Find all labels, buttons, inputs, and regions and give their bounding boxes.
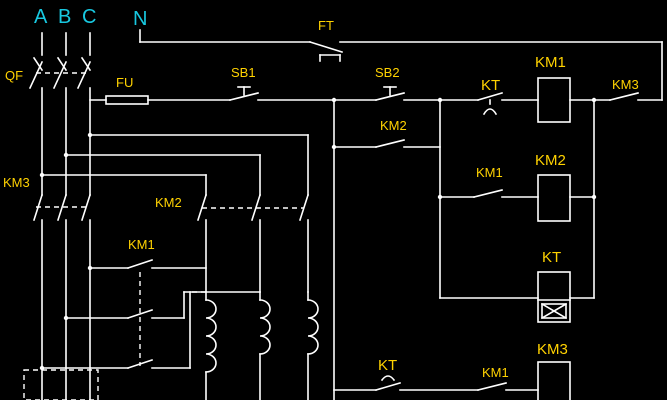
km2-coil <box>537 174 571 222</box>
km1-coil-label: KM1 <box>535 54 566 71</box>
fu-fuse <box>105 95 149 105</box>
km2-hold-label: KM2 <box>380 118 407 133</box>
km2-hold-branch <box>333 99 441 400</box>
phase-supply-lines <box>41 32 91 56</box>
phase-c-label: C <box>82 6 96 28</box>
sb2-label: SB2 <box>375 65 400 80</box>
km1-main-contacts <box>41 258 261 370</box>
sb1-label: SB1 <box>231 65 256 80</box>
km1-coil <box>537 77 571 123</box>
kt-coil-branch <box>439 271 595 323</box>
km1-bottom-label: KM1 <box>482 365 509 380</box>
km2-main-label: KM2 <box>155 195 182 210</box>
qf-label: QF <box>5 68 23 83</box>
kt-top-label: KT <box>481 77 500 94</box>
km3-main-label: KM3 <box>3 175 30 190</box>
phase-a-label: A <box>34 6 48 28</box>
km2-winding-links <box>189 291 206 369</box>
km3-coil-branch <box>333 361 571 400</box>
kt-bottom-label: KT <box>378 357 397 374</box>
kt-coil-label: KT <box>542 249 561 266</box>
km3-coil-label: KM3 <box>537 341 568 358</box>
km1-contact-label: KM1 <box>476 165 503 180</box>
neutral-label: N <box>133 8 147 30</box>
km2-main-contacts <box>196 193 310 293</box>
km3-top-label: KM3 <box>612 77 639 92</box>
km2-coil-branch <box>439 99 595 299</box>
neutral-line-ft <box>139 29 663 101</box>
motor-windings <box>205 291 319 400</box>
km2-feeder-lines <box>41 134 309 196</box>
km2-coil-label: KM2 <box>535 152 566 169</box>
fu-label: FU <box>116 75 133 90</box>
ft-label: FT <box>318 18 334 33</box>
control-rail-top <box>89 77 663 123</box>
kt-coil <box>537 271 571 323</box>
phase-b-label: B <box>58 6 71 28</box>
km1-main-label: KM1 <box>128 237 155 252</box>
